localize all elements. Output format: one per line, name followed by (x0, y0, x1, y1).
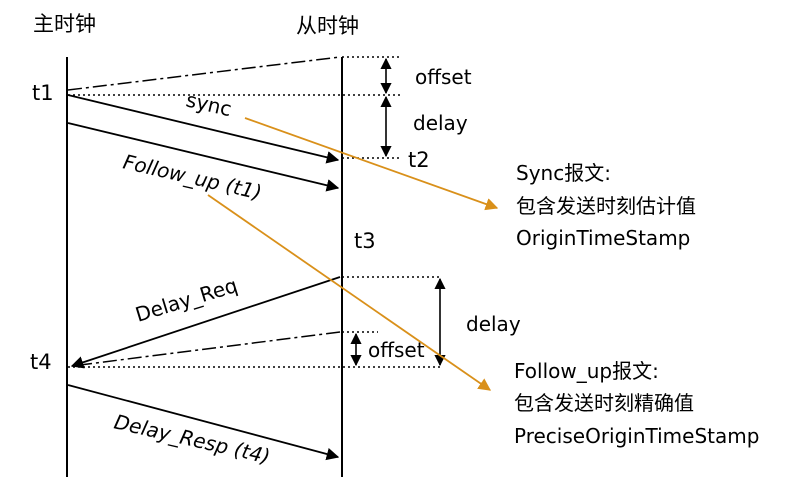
sync-reference-dashdot (67, 56, 341, 91)
t3-label: t3 (354, 229, 376, 253)
follow-up-note-title: Follow_up报文: (514, 359, 659, 383)
follow-up-message-label: Follow_up (t1) (121, 149, 264, 204)
slave-clock-header: 从时钟 (296, 14, 359, 38)
t4-label: t4 (30, 350, 52, 374)
follow-up-callout-arrow (207, 194, 492, 391)
sync-note-line1: 包含发送时刻估计值 (516, 194, 696, 218)
sync-message-arrow (67, 94, 340, 164)
delay-resp-message-arrow (67, 384, 340, 461)
offset-bottom-label: offset (368, 338, 425, 362)
sync-callout-arrow (244, 117, 499, 211)
sync-message-label: sync (184, 87, 234, 121)
master-clock-header: 主时钟 (33, 12, 96, 36)
follow-up-message-arrow (67, 122, 340, 192)
delay-bottom-label: delay (466, 312, 521, 336)
delay-req-message-label: Delay_Req (132, 273, 240, 327)
delay-req-message-arrow (70, 276, 341, 369)
delay-req-reference-dashdot (71, 331, 341, 367)
t1-label: t1 (32, 81, 54, 105)
offset-top-label: offset (415, 65, 472, 89)
t2-label: t2 (408, 148, 430, 172)
follow-up-note-line1: 包含发送时刻精确值 (514, 391, 694, 415)
delay-top-label: delay (413, 111, 468, 135)
sync-note-title: Sync报文: (516, 161, 611, 185)
follow-up-note-line2: PreciseOriginTimeStamp (514, 424, 759, 448)
sync-note-line2: OriginTimeStamp (516, 226, 690, 250)
